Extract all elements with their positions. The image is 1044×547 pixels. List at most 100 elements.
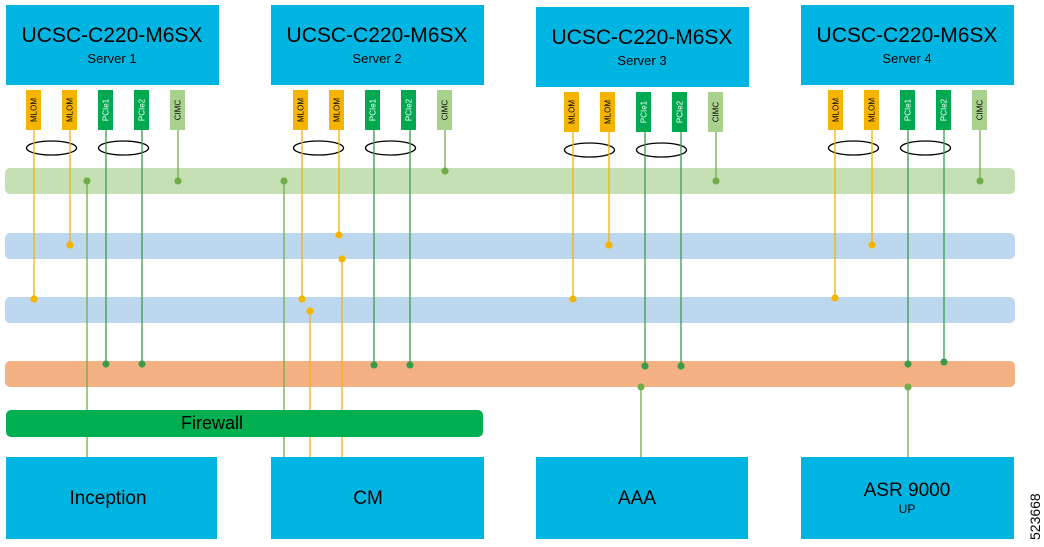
device-box-cm [271,457,484,539]
port-label-pcie1: PCIe1 [369,98,378,121]
port-label-mlom-1: MLOM [30,98,39,122]
blue-network-bar-1 [5,233,1015,259]
port-pcie2 [672,92,687,132]
server-title: UCSC-C220-M6SX [22,24,203,47]
connection-dot [66,241,74,249]
port-mlom-1 [293,90,308,130]
port-label-mlom-1: MLOM [297,98,306,122]
server-box [801,5,1014,85]
connection-dot [335,231,343,239]
port-pcie1 [636,92,651,132]
device-box-asr9000 [801,457,1014,539]
management-network-bar [5,168,1015,194]
port-pcie2 [936,90,951,130]
pcie-bundle-ellipse [97,140,150,156]
port-mlom-1 [828,90,843,130]
port-label-pcie2: PCIe2 [138,98,147,121]
connection-dot [831,294,839,302]
port-label-mlom-2: MLOM [604,100,613,124]
port-pcie1 [900,90,915,130]
port-pcie1 [365,90,380,130]
connection-dot [298,295,306,303]
connection-dot [569,295,577,303]
port-label-cimc: CIMC [712,102,721,123]
port-pcie1 [98,90,113,130]
firewall-label: Firewall [181,413,243,433]
server-1: UCSC-C220-M6SX Server 1 MLOM MLOM PCIe1 PCIe2… [6,5,219,156]
mlom-bundle-ellipse [827,140,880,156]
connection-dot [174,177,182,185]
device-label-asr9000: ASR 9000 [864,480,951,501]
port-label-pcie1: PCIe1 [102,98,111,121]
mlom-bundle-ellipse [563,142,616,158]
connection-dot [677,362,685,370]
port-cimc [437,90,452,130]
connection-dot [605,241,613,249]
device-box-aaa [536,457,748,539]
port-label-mlom-2: MLOM [333,98,342,122]
device-box-inception [6,457,217,539]
figure-id: 523668 [1027,493,1043,540]
connection-dot [641,362,649,370]
server-title: UCSC-C220-M6SX [817,24,998,47]
port-label-pcie2: PCIe2 [676,100,685,123]
orange-network-bar [5,361,1015,387]
server-box [6,5,219,85]
blue-network-bar-2 [5,297,1015,323]
port-mlom-2 [600,92,615,132]
port-label-mlom-2: MLOM [66,98,75,122]
server-4: UCSC-C220-M6SX Server 4 MLOM MLOM PCIe1 PCIe2… [801,5,1014,156]
connection-dot [637,383,645,391]
pcie-bundle-ellipse [899,140,952,156]
port-label-cimc: CIMC [976,100,985,121]
mlom-bundle-ellipse [292,140,345,156]
connection-dot [904,360,912,368]
pcie-bundle-ellipse [635,142,688,158]
connection-dot [30,295,38,303]
firewall-bar [6,410,483,437]
port-mlom-2 [864,90,879,130]
port-cimc [972,90,987,130]
connection-dot [370,361,378,369]
connection-dot [280,177,288,185]
server-subtitle: Server 3 [617,53,666,68]
server-box [271,5,484,85]
port-label-cimc: CIMC [441,100,450,121]
mlom-bundle-ellipse [25,140,78,156]
server-title: UCSC-C220-M6SX [287,24,468,47]
port-label-pcie2: PCIe2 [405,98,414,121]
server-subtitle: Server 4 [882,51,931,66]
device-label-cm: CM [353,488,383,509]
port-label-pcie2: PCIe2 [940,98,949,121]
server-subtitle: Server 1 [87,51,136,66]
port-mlom-1 [26,90,41,130]
connection-dot [406,361,414,369]
port-pcie2 [134,90,149,130]
port-label-mlom-1: MLOM [568,100,577,124]
connection-dot [712,177,720,185]
port-label-cimc: CIMC [174,100,183,121]
connection-dot [102,360,110,368]
port-cimc [708,92,723,132]
connection-dot [904,383,912,391]
port-label-pcie1: PCIe1 [904,98,913,121]
port-mlom-2 [62,90,77,130]
port-pcie2 [401,90,416,130]
port-label-mlom-1: MLOM [832,98,841,122]
port-label-mlom-2: MLOM [868,98,877,122]
connection-dot [138,360,146,368]
server-box [536,7,749,87]
connection-dot [868,241,876,249]
server-subtitle: Server 2 [352,51,401,66]
connection-dot [83,177,91,185]
connection-dot [338,255,346,263]
device-sublabel-asr9000: UP [899,502,916,516]
device-label-inception: Inception [69,488,146,509]
port-label-pcie1: PCIe1 [640,100,649,123]
connection-dot [441,167,449,175]
port-cimc [170,90,185,130]
port-mlom-2 [329,90,344,130]
connection-dot [940,358,948,366]
